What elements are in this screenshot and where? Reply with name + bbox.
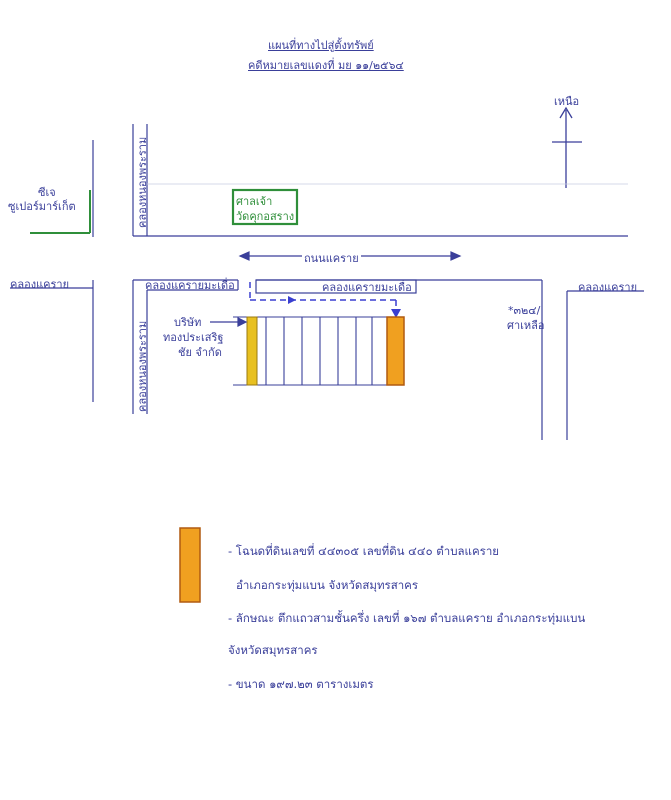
vertical-canal-upper [132,124,148,236]
canal-mid-left-label: คลองแครายมะเดื่อ [145,279,235,292]
shrine-label-2: วัดคุกอสราง [236,210,295,223]
company-label-2: ทองประเสริฐ [163,331,224,344]
supermarket-block [30,140,94,237]
legend-item2-line2: จังหวัดสมุทรสาคร [228,643,318,657]
company-label-3: ชัย จำกัด [178,346,222,359]
market-label-2: ซูเปอร์มาร์เก็ต [8,200,76,213]
company-pointer-arrow [210,317,248,327]
case-number: คดีหมายเลขแดงที่ มย ๑๑/๒๕๖๔ [248,59,404,72]
canal-left-label: คลองแคราย [10,278,70,291]
legend-item1-line2: อำเภอกระทุ่มแบน จังหวัดสมุทรสาคร [236,578,419,592]
map-title: แผนที่ทางไปสู่ตั้งทรัพย์ [268,39,374,52]
company-label-1: บริษัท [174,316,202,329]
main-road-label: ถนนแคราย [302,249,361,267]
north-arrow-icon [552,106,582,188]
legend-item1-line1: - โฉนดที่ดินเลขที่ ๔๔๓๐๕ เลขที่ดิน ๔๔๐ ต… [228,544,500,558]
route-mid-arrow-icon [288,296,296,304]
property-unit-orange [386,316,405,386]
canal-right-label: คลองแคราย [578,281,638,294]
shrine-box [231,188,299,226]
house-name-label: ศาเหลือ [507,319,545,332]
north-label: เหนือ [554,95,580,108]
mid-canal [132,279,543,440]
house-number-label: *๓๒๔/ [508,304,541,317]
legend-swatch [179,527,201,603]
adjacent-unit-yellow [246,316,258,386]
vertical-canal-lower-label: คลองหนองพระราม [136,320,149,412]
canal-mid-right-label: คลองแครายมะเดื่อ [322,281,412,294]
market-label-1: ซีเจ [38,186,56,199]
route-arrow-icon [391,309,401,318]
legend-item3: - ขนาด ๑๙๗.๒๓ ตารางเมตร [228,677,374,691]
legend-item2-line1: - ลักษณะ ตึกแถวสามชั้นครึ่ง เลขที่ ๑๖๗ ต… [228,611,586,625]
shophouse-row [233,316,404,386]
shrine-label-1: ศาลเจ้า [236,195,273,208]
vertical-canal-upper-label: คลองหนองพระราม [136,136,149,228]
